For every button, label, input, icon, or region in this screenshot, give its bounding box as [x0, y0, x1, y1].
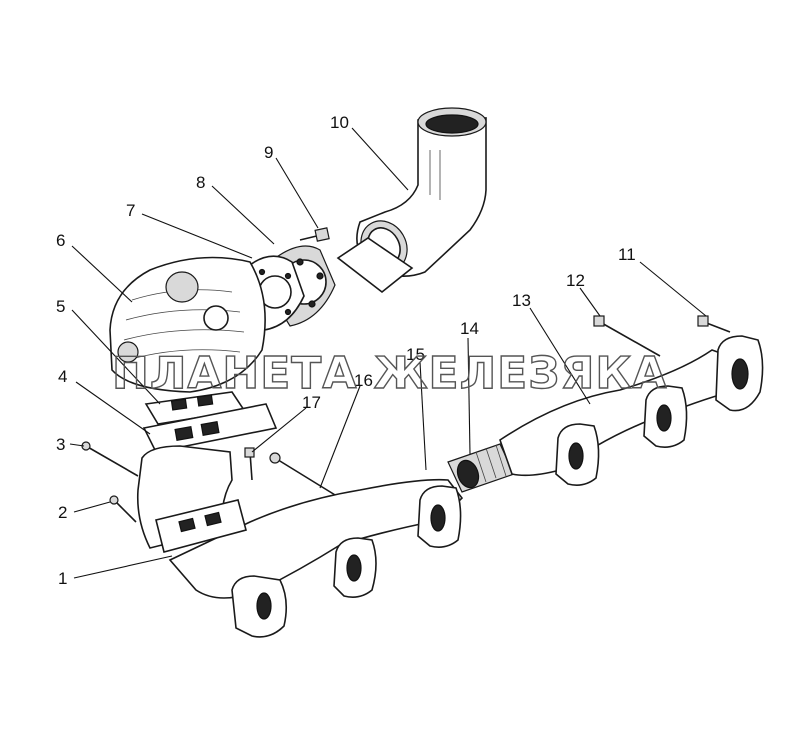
leader-6	[71, 245, 133, 303]
leader-10	[351, 127, 409, 191]
callout-15: 15	[406, 345, 425, 364]
leader-11	[639, 261, 707, 317]
callout-3: 3	[56, 435, 65, 454]
bolt-17	[244, 447, 255, 481]
callout-1: 1	[58, 569, 67, 588]
bolt-3	[81, 441, 139, 477]
front-manifold	[136, 445, 464, 638]
leader-13	[529, 307, 591, 405]
leader-7	[141, 213, 253, 259]
leader-1	[73, 555, 173, 579]
leader-16	[319, 385, 361, 489]
leader-3	[69, 443, 85, 447]
turbo-gasket	[144, 391, 246, 425]
turbocharger	[109, 256, 266, 393]
callout-16: 16	[354, 371, 373, 390]
bolt-16	[269, 452, 341, 499]
leader-14	[467, 337, 471, 455]
callout-12: 12	[566, 271, 585, 290]
bolt-12	[593, 315, 661, 357]
callout-9: 9	[264, 143, 273, 162]
leader-17	[251, 407, 307, 453]
bellows-joint	[447, 443, 515, 493]
leader-12	[579, 287, 601, 317]
bolt-11	[697, 315, 731, 333]
bolt-9	[299, 227, 330, 242]
bolt-2	[109, 495, 137, 523]
callout-2: 2	[58, 503, 67, 522]
callout-4: 4	[58, 367, 67, 386]
callout-7: 7	[126, 201, 135, 220]
callout-6: 6	[56, 231, 65, 250]
rear-manifold	[499, 335, 764, 486]
leader-2	[73, 501, 111, 513]
callout-13: 13	[512, 291, 531, 310]
leader-8	[211, 185, 275, 245]
turbo-adapter-flange	[142, 403, 278, 453]
callout-17: 17	[302, 393, 321, 412]
leader-5	[71, 309, 161, 405]
callout-labels: 1 2 3 4 5 6 7 8 9 10 11 12 13 14 15 16 1…	[56, 113, 636, 588]
callout-8: 8	[196, 173, 205, 192]
watermark: ПЛАНЕТА ЖЕЛЕЗЯКА	[112, 348, 667, 399]
leader-15	[419, 361, 427, 471]
callout-11: 11	[618, 245, 636, 264]
callout-14: 14	[460, 319, 479, 338]
callout-5: 5	[56, 297, 65, 316]
leader-9	[275, 157, 319, 229]
elbow-pipe	[336, 107, 487, 294]
leader-lines	[69, 127, 707, 579]
leader-4	[75, 381, 151, 435]
callout-10: 10	[330, 113, 349, 132]
